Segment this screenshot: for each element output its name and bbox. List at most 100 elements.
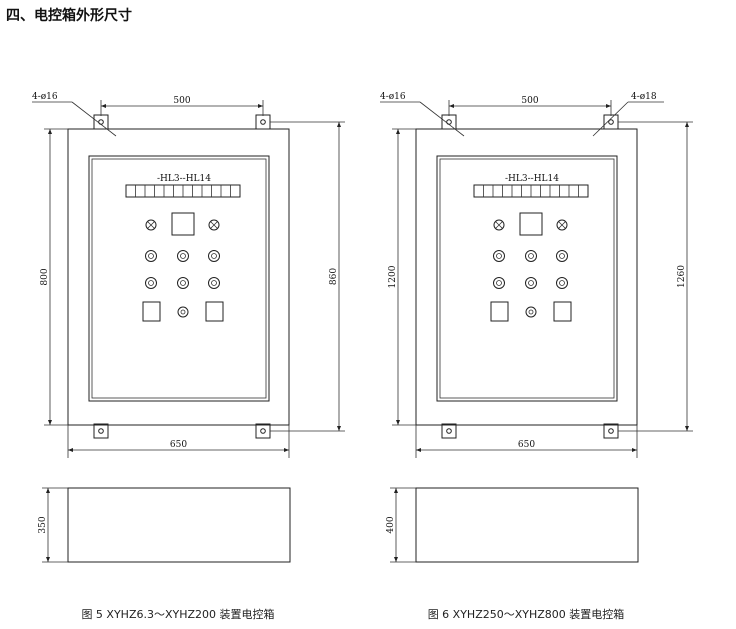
hole-callout-right: 4-ø18 — [631, 92, 657, 102]
push-button-core — [180, 253, 186, 259]
hole-callout-left: 4-ø16 — [380, 92, 406, 102]
lamp-cross — [147, 221, 155, 229]
switch-window-left — [142, 301, 161, 322]
dimension-arrowhead — [416, 448, 421, 452]
dimension-arrowhead — [685, 122, 689, 127]
dimension-arrowhead — [394, 557, 398, 562]
dim-top-text: 500 — [173, 96, 190, 106]
dim-bottom-text: 650 — [518, 440, 535, 450]
dimension-arrowhead — [396, 129, 400, 134]
push-button-icon — [145, 250, 157, 262]
dim-depth-text: 400 — [386, 516, 396, 533]
meter-window — [519, 212, 543, 236]
push-button-icon — [208, 250, 220, 262]
lamp-cross — [495, 221, 503, 229]
side-view-outline — [67, 487, 291, 563]
cabinet-outline — [67, 128, 290, 426]
cabinet-outline — [415, 128, 638, 426]
push-button-core — [211, 280, 217, 286]
mounting-tab — [93, 114, 109, 130]
signal-lamp-icon — [556, 219, 568, 231]
mounting-tab — [603, 423, 619, 439]
push-button-core — [148, 280, 154, 286]
dimension-arrowhead — [337, 426, 341, 431]
panel-label: -HL3--HL14 — [157, 174, 211, 184]
push-button-icon — [208, 277, 220, 289]
selector-knob-icon — [177, 306, 189, 318]
dimension-arrowhead — [258, 104, 263, 108]
push-button-icon — [525, 277, 537, 289]
push-button-core — [496, 280, 502, 286]
mounting-hole — [260, 428, 266, 434]
meter-window — [171, 212, 195, 236]
mounting-tab — [441, 114, 457, 130]
signal-lamp-icon — [145, 219, 157, 231]
push-button-icon — [493, 277, 505, 289]
mounting-tab — [255, 423, 271, 439]
dim-left-text: 1200 — [388, 265, 398, 288]
dim-right-text: 1260 — [677, 265, 687, 288]
push-button-icon — [493, 250, 505, 262]
lamp-cross — [558, 221, 566, 229]
signal-lamp-icon — [208, 219, 220, 231]
panel-label: -HL3--HL14 — [505, 174, 559, 184]
cabinet-door — [436, 155, 618, 402]
dimension-arrowhead — [394, 488, 398, 493]
dimension-arrowhead — [68, 448, 73, 452]
cabinet-door-inner — [439, 158, 615, 399]
mounting-tab — [255, 114, 271, 130]
dimension-arrowhead — [101, 104, 106, 108]
push-button-icon — [177, 250, 189, 262]
leader-line — [419, 101, 465, 137]
switch-window-left — [490, 301, 509, 322]
mounting-tab — [603, 114, 619, 130]
hole-callout-left: 4-ø16 — [32, 92, 58, 102]
dimension-arrowhead — [46, 488, 50, 493]
mounting-hole — [446, 428, 452, 434]
dim-top-text: 500 — [521, 96, 538, 106]
mounting-tab — [441, 423, 457, 439]
dimension-arrowhead — [337, 122, 341, 127]
dimension-arrowhead — [48, 129, 52, 134]
dimension-arrowhead — [48, 420, 52, 425]
cabinet-door-inner — [91, 158, 267, 399]
dim-right-text: 860 — [329, 268, 339, 285]
figure-caption: 图 5 XYHZ6.3～XYHZ200 装置电控箱 — [81, 607, 274, 621]
leader-line — [592, 101, 629, 137]
signal-lamp-icon — [493, 219, 505, 231]
mounting-hole — [608, 119, 614, 125]
page-heading: 四、电控箱外形尺寸 — [6, 8, 132, 24]
push-button-core — [148, 253, 154, 259]
selector-knob-core — [528, 309, 534, 315]
dimension-arrowhead — [284, 448, 289, 452]
dimension-arrowhead — [46, 557, 50, 562]
selector-knob-core — [180, 309, 186, 315]
push-button-icon — [145, 277, 157, 289]
dimension-arrowhead — [632, 448, 637, 452]
dim-bottom-text: 650 — [170, 440, 187, 450]
push-button-icon — [556, 277, 568, 289]
push-button-icon — [556, 250, 568, 262]
push-button-core — [211, 253, 217, 259]
push-button-core — [559, 280, 565, 286]
leader-line — [71, 101, 117, 137]
switch-window-right — [553, 301, 572, 322]
dimension-arrowhead — [396, 420, 400, 425]
switch-window-right — [205, 301, 224, 322]
push-button-core — [528, 280, 534, 286]
push-button-core — [496, 253, 502, 259]
mounting-hole — [608, 428, 614, 434]
dim-left-text: 800 — [40, 268, 50, 285]
mounting-hole — [98, 428, 104, 434]
lamp-cross — [210, 221, 218, 229]
dimension-arrowhead — [685, 426, 689, 431]
push-button-core — [559, 253, 565, 259]
selector-knob-icon — [525, 306, 537, 318]
dim-depth-text: 350 — [38, 516, 48, 533]
push-button-core — [528, 253, 534, 259]
figure-5: -HL3--HL14 500 650 800 860 4-ø16 350 图 5 XYHZ6.… — [32, 92, 345, 621]
side-view-outline — [415, 487, 639, 563]
push-button-core — [180, 280, 186, 286]
